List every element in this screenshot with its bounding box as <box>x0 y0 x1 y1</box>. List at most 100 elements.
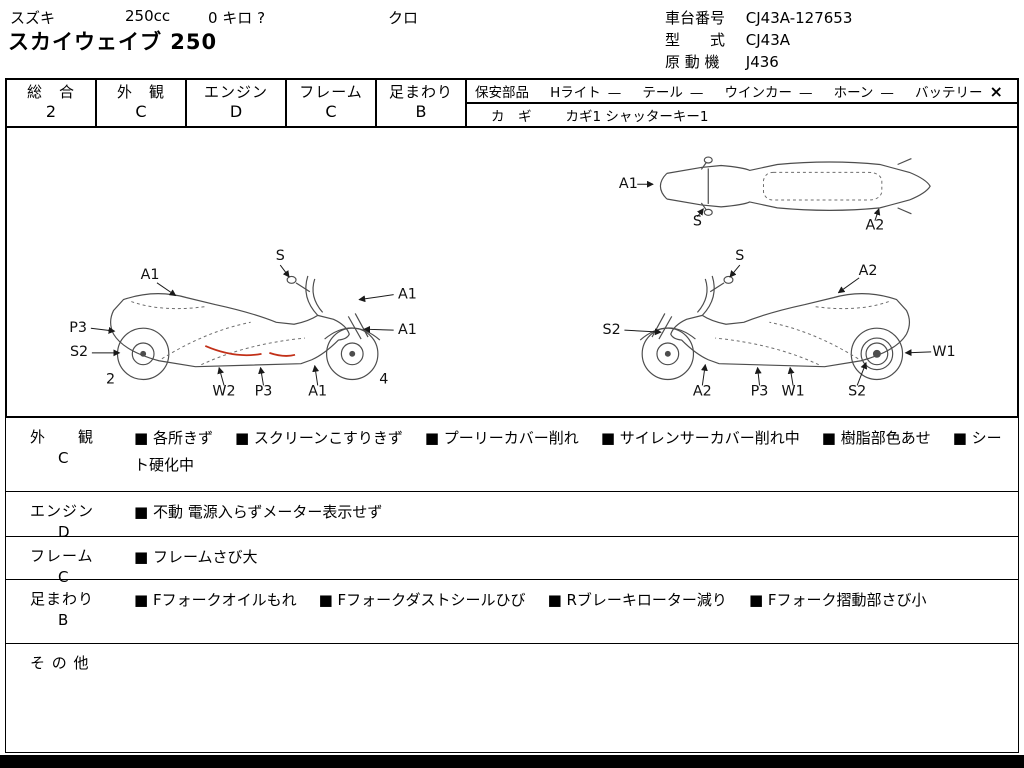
safety-item-winker: ウインカー — <box>724 81 812 101</box>
diagram-leader-line <box>624 328 662 336</box>
condition-notes: ■ 不動 電源入らずメーター表示せず <box>126 492 1018 536</box>
safety-item-name: ホーン <box>833 85 874 101</box>
diagram-leader-line <box>156 282 177 297</box>
diagram-leader-line <box>754 366 762 386</box>
model-code-row: 型 式 CJ43A <box>665 29 852 51</box>
diagram-label: P3 <box>255 383 273 399</box>
grade-value-overall: 2 <box>45 102 57 121</box>
diagram-label: S2 <box>70 344 88 360</box>
engine-code-label: 原 動 機 <box>665 53 720 71</box>
condition-head: 外 観 C <box>6 418 126 491</box>
grade-label-overall: 総 合 <box>26 83 75 101</box>
condition-label: 外 観 <box>30 428 95 446</box>
condition-table: 外 観 C ■ 各所きず■ スクリーンこすりきず■ プーリーカバー削れ■ サイレ… <box>5 418 1019 753</box>
maker-name: スズキ <box>10 9 56 27</box>
diagram-label: 4 <box>379 371 388 387</box>
displacement: 250cc <box>125 7 171 25</box>
condition-note: ■ Fフォークオイルもれ <box>134 591 297 609</box>
diagram-label: P3 <box>69 320 87 336</box>
diagram-leader-line <box>217 366 225 386</box>
condition-head: フレーム C <box>6 537 126 586</box>
condition-note: ■ フレームさび大 <box>134 548 258 566</box>
diagram-leader-line <box>873 208 881 221</box>
condition-head: 足まわり B <box>6 580 126 643</box>
safety-item-value: — <box>798 85 813 101</box>
safety-item-name: テール <box>642 85 683 101</box>
condition-notes: ■ 各所きず■ スクリーンこすりきず■ プーリーカバー削れ■ サイレンサーカバー… <box>126 418 1018 491</box>
condition-note: ■ Rブレーキローター減り <box>547 591 727 609</box>
condition-row-frame: フレーム C ■ フレームさび大 <box>6 537 1018 586</box>
grade-label-exterior: 外 観 <box>116 83 165 101</box>
safety-item-value: — <box>607 85 622 101</box>
diagram-label: 2 <box>106 371 115 387</box>
grade-cell-engine: エンジン D <box>187 80 287 126</box>
grade-cell-undercarriage: 足まわり B <box>377 80 467 126</box>
condition-notes: ■ Fフォークオイルもれ ■ Fフォークダストシールひび ■ Rブレーキローター減り… <box>126 580 1018 643</box>
diagram-label: W1 <box>932 344 955 360</box>
grade-cell-overall: 総 合 2 <box>7 80 97 126</box>
diagram-label: S <box>276 248 285 264</box>
condition-row-other: そ の 他 <box>6 644 1018 752</box>
diagram-label: A1 <box>141 267 160 283</box>
safety-item-battery: バッテリー× <box>915 81 1003 101</box>
condition-row-exterior: 外 観 C ■ 各所きず■ スクリーンこすりきず■ プーリーカバー削れ■ サイレ… <box>6 418 1018 492</box>
model-code-label: 型 式 <box>665 31 726 49</box>
diagram-label: A2 <box>859 263 878 279</box>
condition-note: ■ Fフォークダストシールひび <box>318 591 526 609</box>
grade-value-undercarriage: B <box>415 102 427 121</box>
grade-value-frame: C <box>325 102 337 121</box>
rear-brake-disc <box>860 337 894 371</box>
safety-item-name: バッテリー <box>915 85 983 101</box>
condition-label: エンジン <box>30 502 95 520</box>
condition-label: そ の 他 <box>30 654 90 672</box>
model-name: スカイウェイブ 250 <box>8 30 218 54</box>
diagram-label: S2 <box>603 322 621 338</box>
safety-item-name: Hライト <box>550 85 601 101</box>
condition-notes: ■ フレームさび大 <box>126 537 1018 579</box>
vehicle-id-block: 車台番号 CJ43A-127653 型 式 CJ43A 原 動 機 J436 <box>665 7 852 73</box>
condition-note: ■ Fフォーク摺動部さび小 <box>748 591 927 609</box>
diagram-leader-line <box>729 264 741 278</box>
safety-item-name: ウインカー <box>724 85 792 101</box>
condition-grade: C <box>58 449 69 467</box>
diagram-label: P3 <box>751 383 769 399</box>
diagram-label: S <box>693 214 702 230</box>
model-code-value: CJ43A <box>745 31 791 49</box>
diagram-leader-line <box>312 364 320 386</box>
diagram-leader-line <box>279 264 290 278</box>
diagram-label: W1 <box>781 383 804 399</box>
diagram-label: A1 <box>308 383 327 399</box>
diagram-leader-line <box>258 366 265 386</box>
chassis-number-value: CJ43A-127653 <box>745 9 853 27</box>
condition-notes <box>126 644 1018 752</box>
engine-code-row: 原 動 機 J436 <box>665 51 852 73</box>
grade-cell-frame: フレーム C <box>287 80 377 126</box>
condition-head: エンジン D <box>6 492 126 541</box>
diagram-leader-line <box>358 294 394 303</box>
condition-note: ■ シート硬化中 <box>134 429 1002 474</box>
damage-marks-red <box>204 345 296 357</box>
diagram-label: A1 <box>619 176 638 192</box>
grade-value-exterior: C <box>135 102 147 121</box>
condition-grade: C <box>58 568 69 586</box>
diagram-leader-line <box>363 325 394 333</box>
safety-item-value: — <box>880 85 894 101</box>
grade-label-undercarriage: 足まわり <box>388 83 453 101</box>
diagram-label: S2 <box>848 383 866 399</box>
engine-code-value: J436 <box>745 53 779 71</box>
bottom-scan-bar <box>0 755 1024 768</box>
grade-cell-exterior: 外 観 C <box>97 80 187 126</box>
chassis-number-row: 車台番号 CJ43A-127653 <box>665 7 852 29</box>
scooter-side-view-left <box>110 275 381 381</box>
grade-table: 総 合 2 外 観 C エンジン D フレーム C 足まわり B 保安部品 Hラ… <box>5 78 1019 128</box>
diagram-leader-line <box>701 363 708 386</box>
diagram-leader-line <box>787 366 795 386</box>
condition-row-undercarriage: 足まわり B ■ Fフォークオイルもれ ■ Fフォークダストシールひび ■ Rブレー… <box>6 580 1018 644</box>
condition-row-engine: エンジン D ■ 不動 電源入らずメーター表示せず <box>6 492 1018 541</box>
safety-parts-label: 保安部品 <box>475 85 529 101</box>
keys-label: カ ギ <box>491 109 532 125</box>
grade-label-frame: フレーム <box>299 83 363 101</box>
